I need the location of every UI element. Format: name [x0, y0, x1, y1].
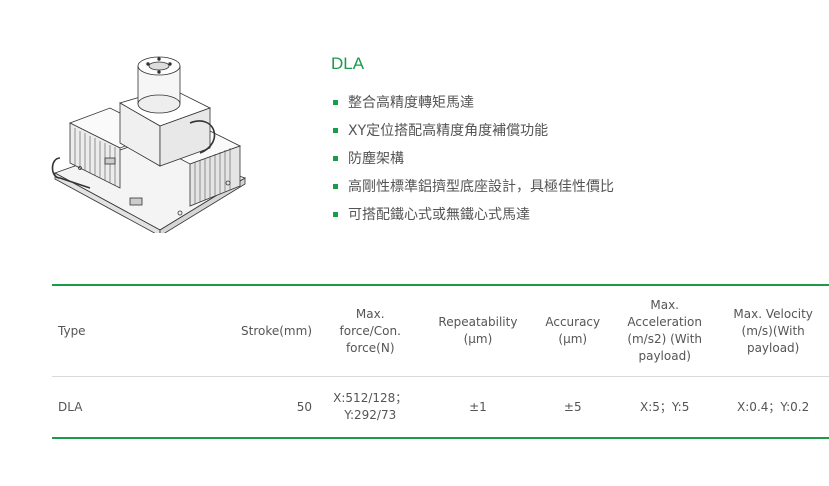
- table-header-row: Type Stroke(mm) Max. force/Con. force(N)…: [52, 285, 829, 377]
- bullet-icon: [333, 128, 338, 133]
- header-accuracy: Accuracy (μm): [545, 315, 601, 346]
- feature-item: XY定位搭配高精度角度補償功能: [331, 120, 614, 148]
- bullet-icon: [333, 156, 338, 161]
- header-stroke: Stroke(mm): [241, 323, 312, 338]
- cell-accuracy: ±5: [563, 399, 582, 414]
- cell-type: DLA: [58, 399, 83, 414]
- cell-stroke: 50: [296, 399, 312, 414]
- feature-item: 整合高精度轉矩馬達: [331, 92, 614, 120]
- cell-acceleration: X:5；Y:5: [640, 399, 690, 414]
- feature-item: 防塵架構: [331, 148, 614, 176]
- header-acceleration: Max. Acceleration (m/s2) (With payload): [627, 298, 703, 363]
- cell-repeatability: ±1: [469, 399, 487, 414]
- feature-item: 可搭配鐵心式或無鐵心式馬達: [331, 204, 614, 232]
- header-repeatability: Repeatability (μm): [438, 315, 518, 346]
- bullet-icon: [333, 100, 338, 105]
- table-row: DLA 50 X:512/128； Y:292/73 ±1 ±5 X:5；Y:5…: [52, 376, 829, 438]
- header-velocity: Max. Velocity (m/s)(With payload): [733, 306, 813, 355]
- spec-table: Type Stroke(mm) Max. force/Con. force(N)…: [52, 284, 829, 439]
- cell-velocity: X:0.4；Y:0.2: [737, 399, 810, 414]
- feature-list: 整合高精度轉矩馬達 XY定位搭配高精度角度補償功能 防塵架構 高剛性標準鋁擠型底…: [331, 92, 614, 232]
- bullet-icon: [333, 212, 338, 217]
- bullet-icon: [333, 184, 338, 189]
- product-title: DLA: [331, 54, 365, 73]
- header-type: Type: [58, 323, 86, 338]
- cell-force: X:512/128； Y:292/73: [333, 391, 408, 422]
- product-image: [50, 48, 250, 237]
- header-force: Max. force/Con. force(N): [339, 306, 401, 355]
- feature-item: 高剛性標準鋁擠型底座設計，具極佳性價比: [331, 176, 614, 204]
